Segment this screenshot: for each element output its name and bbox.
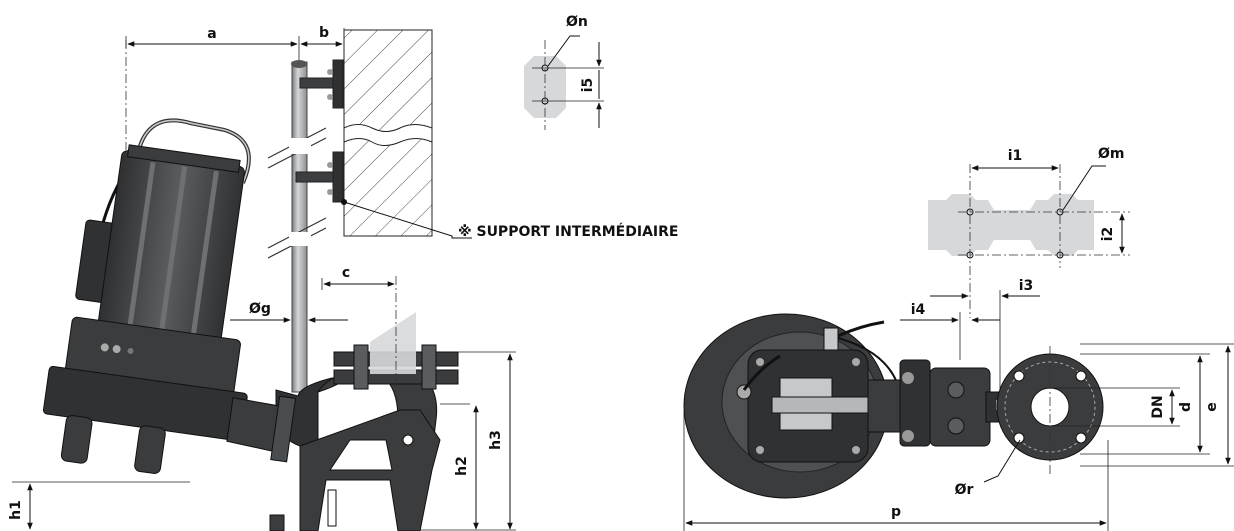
dimension-i4-label: i4 [911, 302, 926, 318]
dimension-i2-label: i2 [1100, 227, 1116, 242]
dimension-g-label: Øg [249, 301, 271, 317]
support-note: ※ SUPPORT INTERMÉDIAIRE [458, 223, 678, 240]
dimension-dn-label: DN [1150, 395, 1166, 418]
dimension-r-label: Ør [955, 482, 974, 498]
dimension-m-label: Øm [1098, 146, 1125, 162]
upper-bracket [299, 59, 344, 109]
dimension-e-label: e [1204, 402, 1220, 412]
dimension-a-label: a [207, 26, 216, 42]
guide-pipe [267, 60, 327, 393]
pump-body [42, 118, 297, 474]
dimension-i1-label: i1 [1008, 148, 1023, 164]
dimension-b-label: b [319, 25, 329, 41]
discharge-flange [333, 312, 459, 390]
dimension-h1-label: h1 [8, 500, 24, 520]
dimension-c-label: c [342, 265, 350, 281]
dimension-p-label: p [891, 504, 901, 520]
dimension-i3-label: i3 [1019, 278, 1034, 294]
dimension-i5-label: i5 [580, 78, 596, 93]
side-view: a b c Øg h1 h2 h3 ※ SUPPORT INTERMÉDIAIR… [8, 25, 678, 531]
bracket-detail: i5 Øn [524, 14, 604, 130]
dimension-h2-label: h2 [454, 456, 470, 476]
top-view: DN d e Ør p [683, 313, 1234, 531]
baseplate-detail: i1 i2 Øm i3 i4 [900, 146, 1130, 400]
dimension-h3-label: h3 [488, 430, 504, 450]
dimension-d-label: d [1178, 402, 1194, 412]
dimension-n-label: Øn [566, 14, 588, 30]
intermediate-bracket [295, 151, 347, 205]
wall [343, 29, 433, 237]
duckfoot-base [269, 370, 441, 531]
